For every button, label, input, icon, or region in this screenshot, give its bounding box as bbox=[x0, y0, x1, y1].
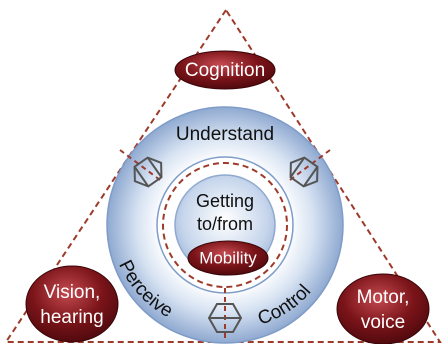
hex-connector-right bbox=[289, 156, 319, 188]
hex-connector-left bbox=[133, 156, 163, 188]
cognition-badge: Cognition bbox=[174, 50, 276, 90]
center-text-line1: Getting bbox=[196, 191, 254, 211]
vision-label-line2: hearing bbox=[40, 307, 103, 328]
motor-label-line1: Motor, bbox=[357, 287, 410, 308]
mobility-badge: Mobility bbox=[187, 240, 269, 276]
center-text-line2: to/from bbox=[197, 214, 253, 234]
cognition-label: Cognition bbox=[185, 60, 265, 81]
ring-label-understand: Understand bbox=[176, 124, 274, 145]
vision-label-line1: Vision, bbox=[44, 282, 101, 303]
hex-connector-bottom bbox=[207, 303, 243, 333]
vision-hearing-badge: Vision, hearing bbox=[25, 265, 119, 343]
mobility-label: Mobility bbox=[199, 248, 257, 267]
inner-dashed-circle bbox=[162, 162, 288, 288]
motor-voice-badge: Motor, voice bbox=[336, 273, 430, 344]
motor-label-line2: voice bbox=[361, 312, 405, 333]
